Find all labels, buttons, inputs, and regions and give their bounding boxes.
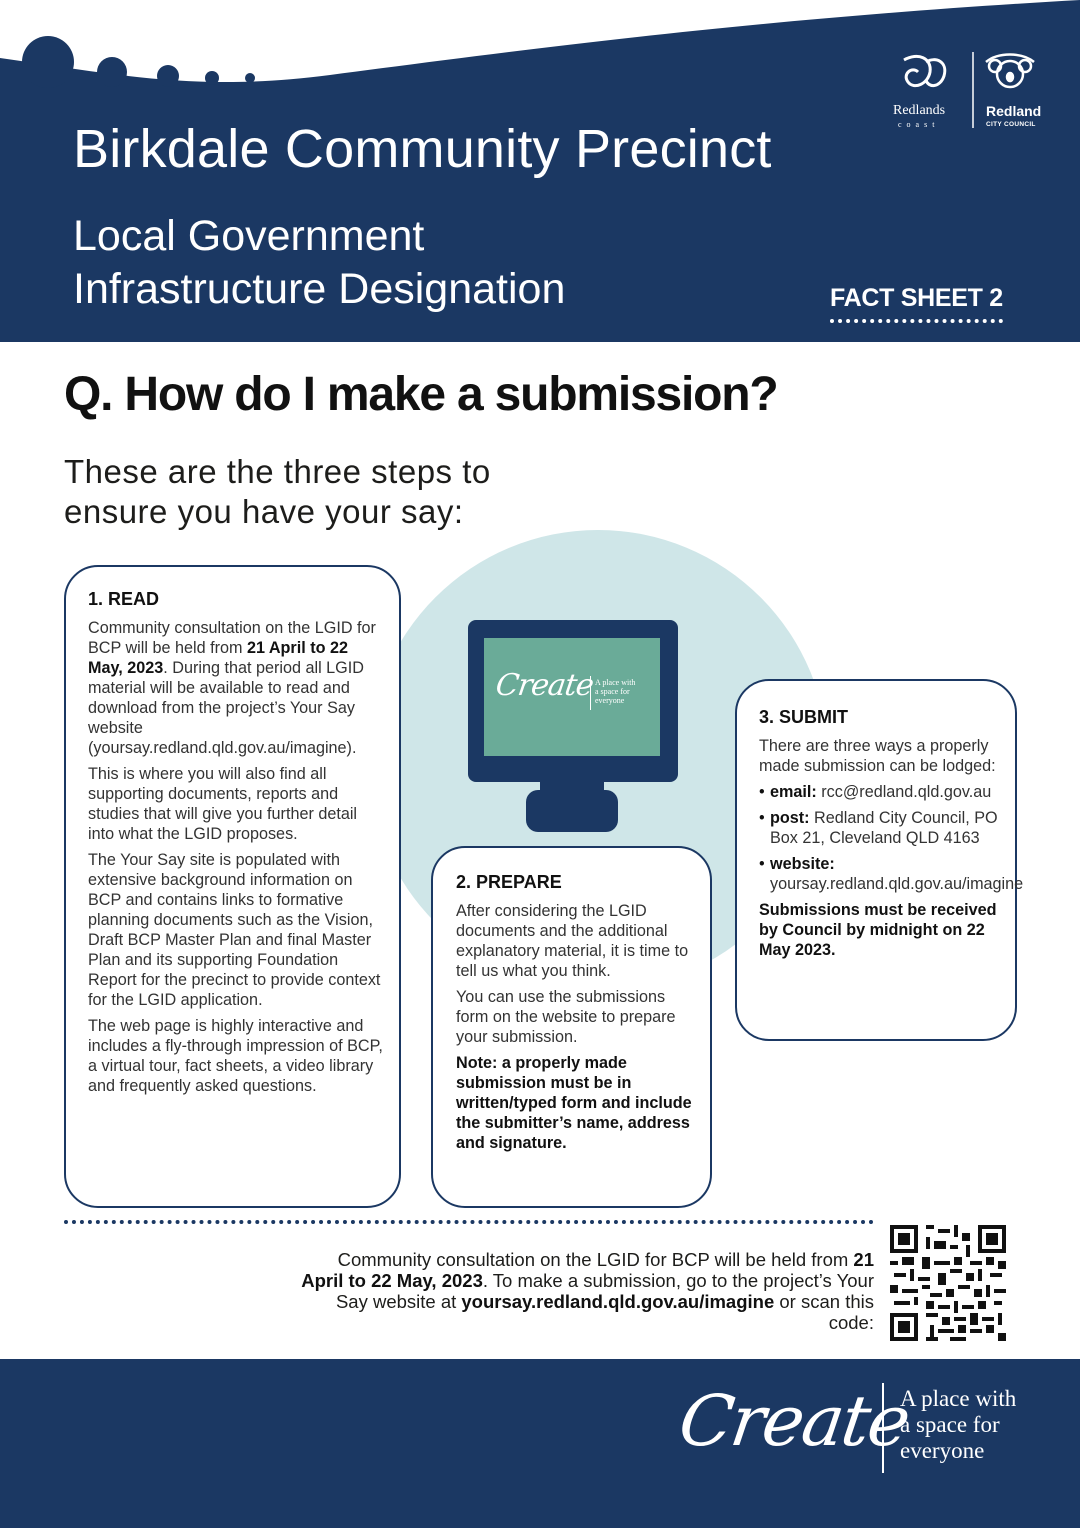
council-logo: [903, 52, 1035, 128]
dotted-divider: [64, 1220, 874, 1224]
computer-monitor-icon: [468, 620, 678, 832]
footnote-url: yoursay.redland.qld.gov.au/imagine: [461, 1291, 775, 1312]
redland-logo-text: Redland: [986, 103, 1042, 119]
submit-method-email: email: rcc@redland.qld.gov.au: [759, 782, 1003, 802]
intro-line-2: ensure you have your say:: [64, 493, 464, 530]
email-label: email:: [770, 783, 817, 801]
footer-banner: [0, 1359, 1080, 1528]
qr-code-icon[interactable]: [890, 1225, 1006, 1341]
page-subtitle: Local Government Infrastructure Designat…: [73, 210, 565, 316]
prepare-heading: 2. PREPARE: [456, 872, 562, 892]
footer-tagline-2: a space for: [900, 1412, 1000, 1437]
read-p1-text: Community consultation on the LGID for B…: [88, 619, 376, 657]
read-paragraph-1: Community consultation on the LGID for B…: [88, 618, 385, 758]
read-paragraph-2: This is where you will also find all sup…: [88, 765, 358, 843]
header-banner: [0, 0, 1080, 342]
prepare-paragraph-2: You can use the submissions form on the …: [456, 988, 676, 1046]
prepare-step-card: 2. PREPARE After considering the LGID do…: [431, 846, 712, 1208]
subtitle-line-1: Local Government: [73, 212, 425, 260]
redlands-logo-subtext: coast: [898, 120, 940, 129]
footer-create-wordmark: Create: [674, 1380, 914, 1462]
footer-tagline-3: everyone: [900, 1438, 985, 1463]
consultation-footnote: Community consultation on the LGID for B…: [300, 1249, 874, 1333]
question-heading: Q. How do I make a submission?: [64, 368, 779, 421]
submit-method-website: website: yoursay.redland.qld.gov.au/imag…: [759, 854, 1023, 894]
monitor-create-word: Create: [493, 668, 596, 703]
redland-logo-subtext: CITY COUNCIL: [986, 121, 1036, 128]
redland-city-council-koala-icon: [985, 53, 1035, 89]
intro-text: These are the three steps to ensure you …: [64, 452, 624, 532]
read-paragraph-3: The Your Say site is populated with exte…: [88, 851, 381, 1009]
submit-deadline: Submissions must be received by Council …: [759, 901, 997, 959]
monitor-tagline-3: everyone: [595, 696, 625, 705]
subtitle-line-2: Infrastructure Designation: [73, 265, 566, 313]
monitor-tagline-2: a space for: [595, 687, 630, 696]
submit-intro: There are three ways a properly made sub…: [759, 737, 996, 775]
redlands-logo-text: Redlands: [893, 103, 946, 118]
read-p1-dates: 21 April to 22 May, 2023: [88, 639, 349, 677]
submit-methods-list: email: rcc@redland.qld.gov.au post: Redl…: [759, 782, 1023, 894]
submit-step-card: 3. SUBMIT There are three ways a properl…: [735, 679, 1023, 1041]
website-label: website:: [770, 855, 835, 873]
post-value: Redland City Council, PO Box 21, Clevela…: [770, 809, 998, 847]
prepare-paragraph-1: After considering the LGID documents and…: [456, 902, 689, 980]
post-label: post:: [770, 809, 810, 827]
read-paragraph-4: The web page is highly interactive and i…: [88, 1017, 383, 1095]
prepare-note: Note: a properly made submission must be…: [456, 1054, 692, 1152]
monitor-tagline: A place with a space for everyone: [595, 678, 635, 705]
monitor-tagline-1: A place with: [595, 678, 636, 687]
website-value: yoursay.redland.qld.gov.au/imagine: [770, 875, 1024, 893]
read-p1-text-after: . During that period all LGID material w…: [88, 659, 364, 757]
read-step-card: 1. READ Community consultation on the LG…: [64, 565, 401, 1208]
submit-heading: 3. SUBMIT: [759, 707, 849, 727]
submit-method-post: post: Redland City Council, PO Box 21, C…: [759, 808, 1003, 848]
fact-sheet-label: FACT SHEET 2: [830, 284, 1003, 323]
footer-divider: [882, 1383, 884, 1473]
footer-tagline: A place with a space for everyone: [900, 1386, 1016, 1464]
footnote-text-1: Community consultation on the LGID for B…: [337, 1249, 854, 1270]
read-heading: 1. READ: [88, 589, 160, 609]
monitor-divider: [590, 676, 591, 710]
email-value: rcc@redland.qld.gov.au: [816, 783, 992, 801]
redlands-coast-logo-icon: [903, 55, 947, 88]
page-title: Birkdale Community Precinct: [73, 119, 772, 179]
footnote-text-2: . To make a submission, go to the projec…: [335, 1270, 874, 1312]
intro-line-1: These are the three steps to: [64, 453, 491, 490]
footnote-text-3: or scan this code:: [774, 1291, 874, 1333]
footnote-dates: 21 April to 22 May, 2023: [301, 1249, 874, 1291]
footer-tagline-1: A place with: [900, 1386, 1017, 1411]
